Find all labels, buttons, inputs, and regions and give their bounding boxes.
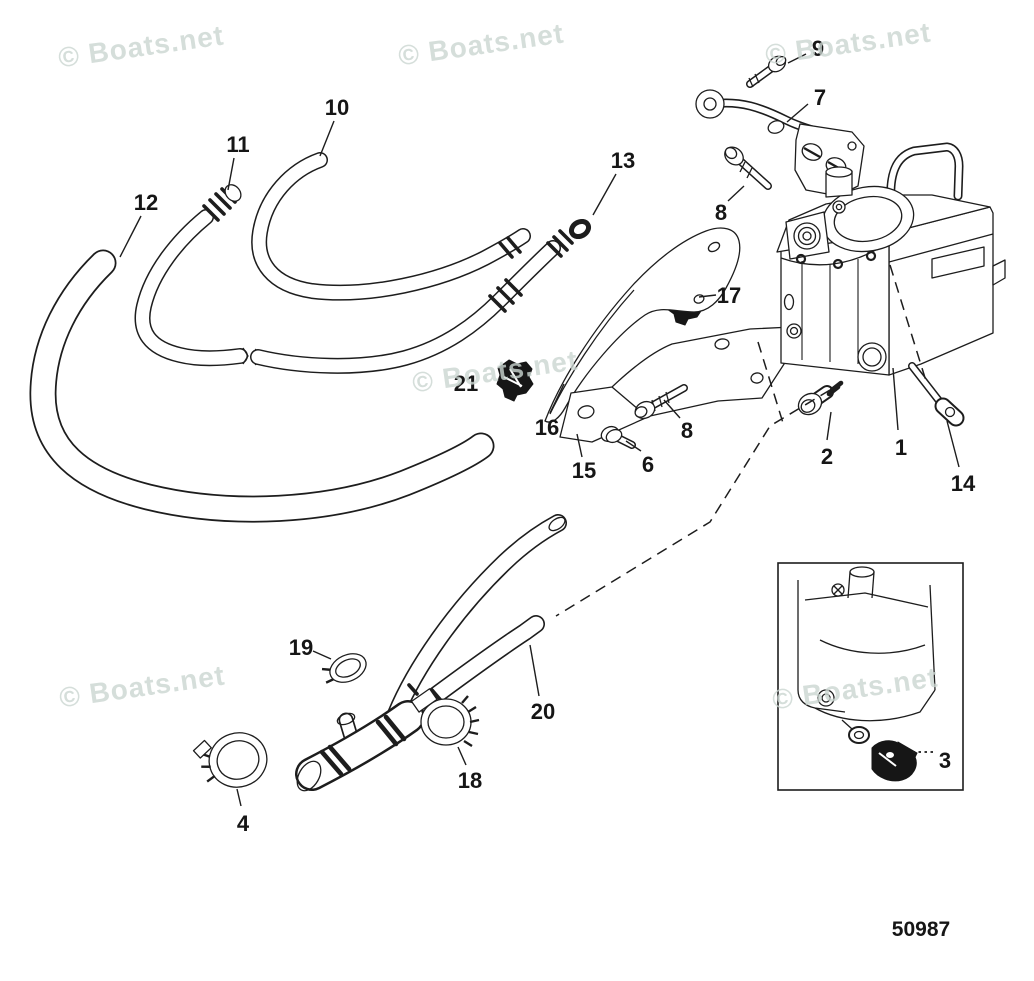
part-callout-17: 17 (717, 283, 741, 308)
part-bolt-8-lower-drawing (634, 384, 688, 420)
part-callout-15: 15 (572, 458, 596, 483)
part-callout-14: 14 (951, 471, 976, 496)
part-bolt-8-upper-drawing (724, 146, 772, 190)
part-callout-1: 1 (895, 435, 907, 460)
leader-line-14 (946, 420, 960, 468)
leader-line-12 (119, 215, 142, 258)
leader-line-9 (787, 53, 807, 64)
part-drain-plug-3-drawing (871, 740, 918, 782)
watermark-text: © Boats.net (770, 662, 940, 716)
part-callout-12: 12 (134, 190, 158, 215)
assembly-dashed-lines (555, 264, 927, 617)
leader-line-6 (625, 440, 642, 452)
part-pump-assembly-drawing (776, 142, 1006, 376)
watermark-text: © Boats.net (57, 660, 227, 714)
part-clamp-4-drawing (192, 732, 268, 788)
part-bolt-14-drawing (908, 362, 965, 427)
watermark-text: © Boats.net (396, 18, 566, 72)
leader-line-8 (727, 185, 745, 202)
leader-line-8 (663, 399, 681, 419)
part-callout-19: 19 (289, 635, 313, 660)
leader-line-18 (457, 746, 467, 766)
figure-number: 50987 (892, 918, 950, 941)
leader-line-17 (698, 294, 717, 298)
part-callout-3: 3 (939, 748, 951, 773)
part-callout-11: 11 (226, 132, 249, 157)
hose-end-fitting (546, 229, 574, 258)
part-callout-9: 9 (812, 36, 824, 61)
leader-line-4 (236, 788, 242, 807)
part-callout-16: 16 (535, 415, 559, 440)
leader-line-15 (576, 433, 583, 458)
leader-line-10 (319, 120, 335, 157)
part-callout-18: 18 (458, 768, 482, 793)
watermark-text: © Boats.net (56, 20, 226, 74)
part-hose-12-drawing (29, 249, 495, 523)
leader-line-1 (892, 367, 899, 431)
part-hose-11-drawing (134, 184, 257, 367)
part-fitting-2-drawing (797, 380, 844, 416)
hose-fitting-11 (202, 184, 242, 222)
part-hose-21-drawing (250, 218, 592, 374)
part-callout-6: 6 (642, 452, 654, 477)
part-clip-21-drawing (496, 359, 534, 402)
part-oring-13-drawing (568, 218, 592, 240)
leader-line-7 (786, 103, 809, 123)
part-washer-drawing (848, 726, 870, 744)
part-callout-21: 21 (454, 371, 478, 396)
leader-line-16 (549, 383, 565, 414)
part-callout-4: 4 (237, 811, 250, 836)
leader-line-2 (826, 411, 832, 441)
part-hose-10-drawing (251, 152, 531, 301)
part-clamp-19-drawing (321, 653, 367, 684)
watermark-text: © Boats.net (763, 17, 933, 71)
part-bracket-16-drawing (544, 227, 741, 423)
part-callout-10: 10 (325, 95, 349, 120)
part-callout-13: 13 (611, 148, 635, 173)
part-clamp-18-drawing (407, 683, 480, 748)
leader-line-11 (227, 157, 235, 191)
part-callout-8: 8 (715, 200, 727, 225)
inset-detail-box (777, 562, 964, 791)
inset-pump-bottom-drawing (797, 566, 936, 730)
part-callout-2: 2 (821, 444, 833, 469)
part-bolt-9-drawing (746, 55, 787, 88)
part-callout-7: 7 (814, 85, 826, 110)
part-callout-8: 8 (681, 418, 693, 443)
leader-line-13 (592, 173, 617, 216)
part-hose-20-drawing (295, 514, 567, 792)
leader-line-20 (529, 644, 540, 697)
leader-line-19 (312, 650, 332, 660)
part-callout-20: 20 (531, 699, 555, 724)
